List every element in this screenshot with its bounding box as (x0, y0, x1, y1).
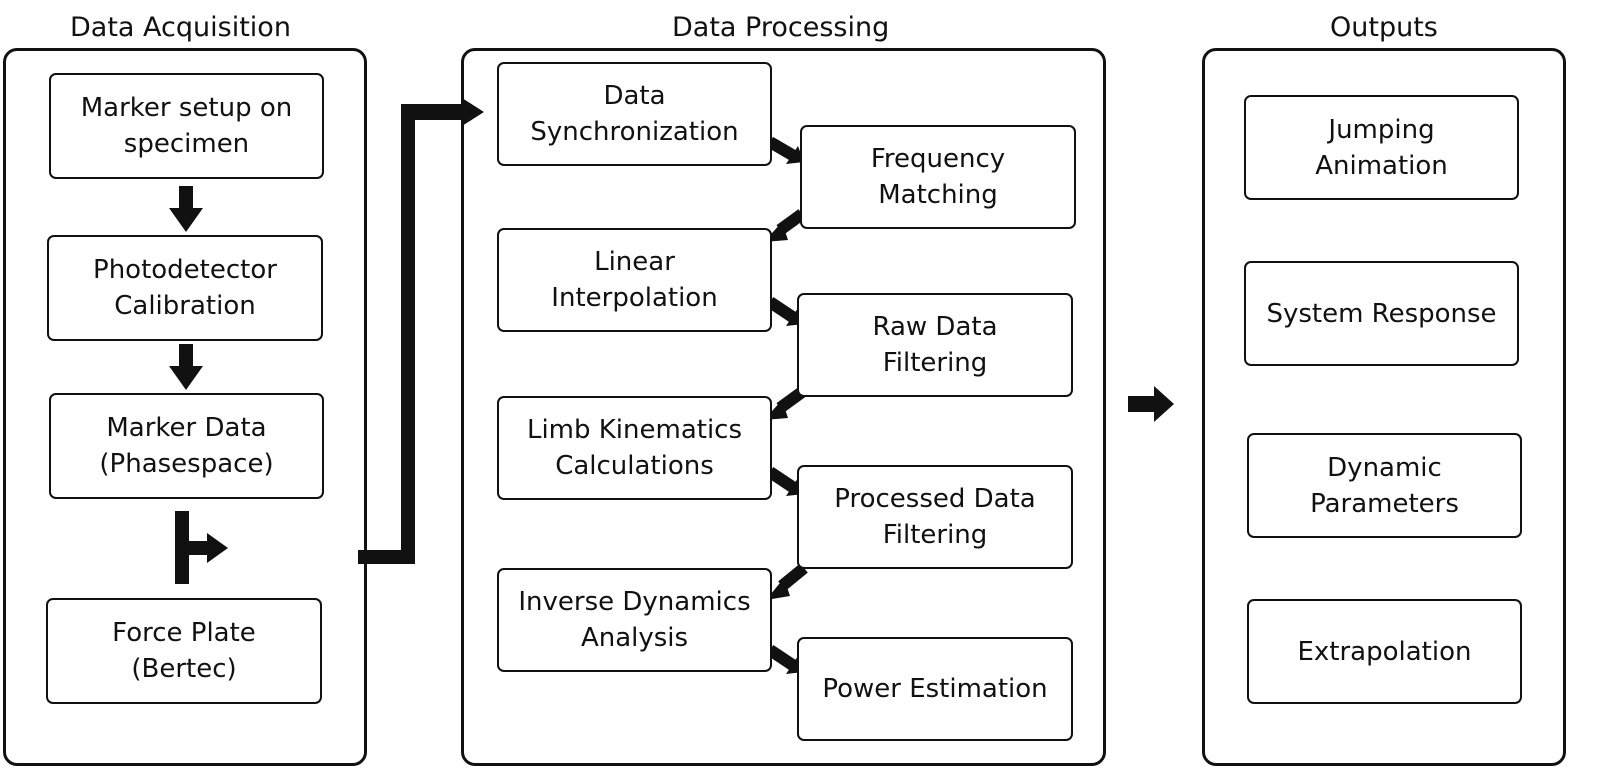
box-raw-data-filtering: Raw Data Filtering (797, 293, 1073, 397)
box-force-plate: Force Plate (Bertec) (46, 598, 322, 704)
arrow-combine-connector (175, 511, 228, 584)
arrow-marker-setup-to-calibration (169, 186, 203, 232)
box-data-synchronization-label: Data Synchronization (530, 81, 739, 147)
box-system-response-label: System Response (1266, 298, 1497, 329)
box-linear-interpolation-label: Linear Interpolation (551, 247, 718, 313)
arrow-linear-to-raw (766, 297, 798, 323)
box-extrapolation: Extrapolation (1247, 599, 1522, 704)
box-frequency-matching-label: Frequency Matching (870, 144, 1006, 210)
box-power-estimation: Power Estimation (797, 637, 1073, 741)
box-jumping-animation: Jumping Animation (1244, 95, 1519, 200)
box-marker-data: Marker Data (Phasespace) (49, 393, 324, 499)
box-system-response: System Response (1244, 261, 1519, 366)
outputs-title: Outputs (1330, 12, 1438, 43)
box-force-plate-label: Force Plate (Bertec) (112, 618, 256, 684)
arrow-acquisition-to-processing (358, 98, 484, 564)
box-data-synchronization: Data Synchronization (497, 62, 772, 166)
box-processed-data-filtering: Processed Data Filtering (797, 465, 1073, 569)
box-raw-data-filtering-label: Raw Data Filtering (872, 312, 998, 378)
arrow-inverse-to-power (766, 645, 798, 671)
arrow-limb-to-processed (766, 467, 798, 493)
box-marker-setup-label: Marker setup on specimen (80, 93, 293, 159)
box-frequency-matching: Frequency Matching (800, 125, 1076, 229)
processing-title: Data Processing (672, 12, 890, 43)
box-power-estimation-label: Power Estimation (822, 674, 1048, 704)
box-processed-data-filtering-label: Processed Data Filtering (834, 484, 1036, 550)
arrow-processing-to-outputs (1128, 386, 1174, 422)
box-dynamic-parameters-label: Dynamic Parameters (1310, 452, 1459, 519)
box-marker-data-label: Marker Data (Phasespace) (99, 413, 274, 479)
arrow-sync-to-freq (766, 136, 798, 162)
box-marker-setup: Marker setup on specimen (49, 73, 324, 179)
box-photodetector-calibration-label: Photodetector Calibration (93, 255, 277, 321)
box-dynamic-parameters: Dynamic Parameters (1247, 433, 1522, 538)
arrow-calibration-to-marker-data (169, 344, 203, 390)
acquisition-title: Data Acquisition (70, 12, 291, 43)
box-photodetector-calibration: Photodetector Calibration (47, 235, 323, 341)
box-limb-kinematics-label: Limb Kinematics Calculations (526, 415, 743, 481)
box-linear-interpolation: Linear Interpolation (497, 228, 772, 332)
arrow-processed-to-inverse (778, 563, 808, 591)
box-jumping-animation-label: Jumping Animation (1315, 114, 1448, 181)
box-extrapolation-label: Extrapolation (1297, 636, 1472, 667)
box-inverse-dynamics: Inverse Dynamics Analysis (497, 568, 772, 672)
box-inverse-dynamics-label: Inverse Dynamics Analysis (518, 587, 751, 653)
box-limb-kinematics: Limb Kinematics Calculations (497, 396, 772, 500)
